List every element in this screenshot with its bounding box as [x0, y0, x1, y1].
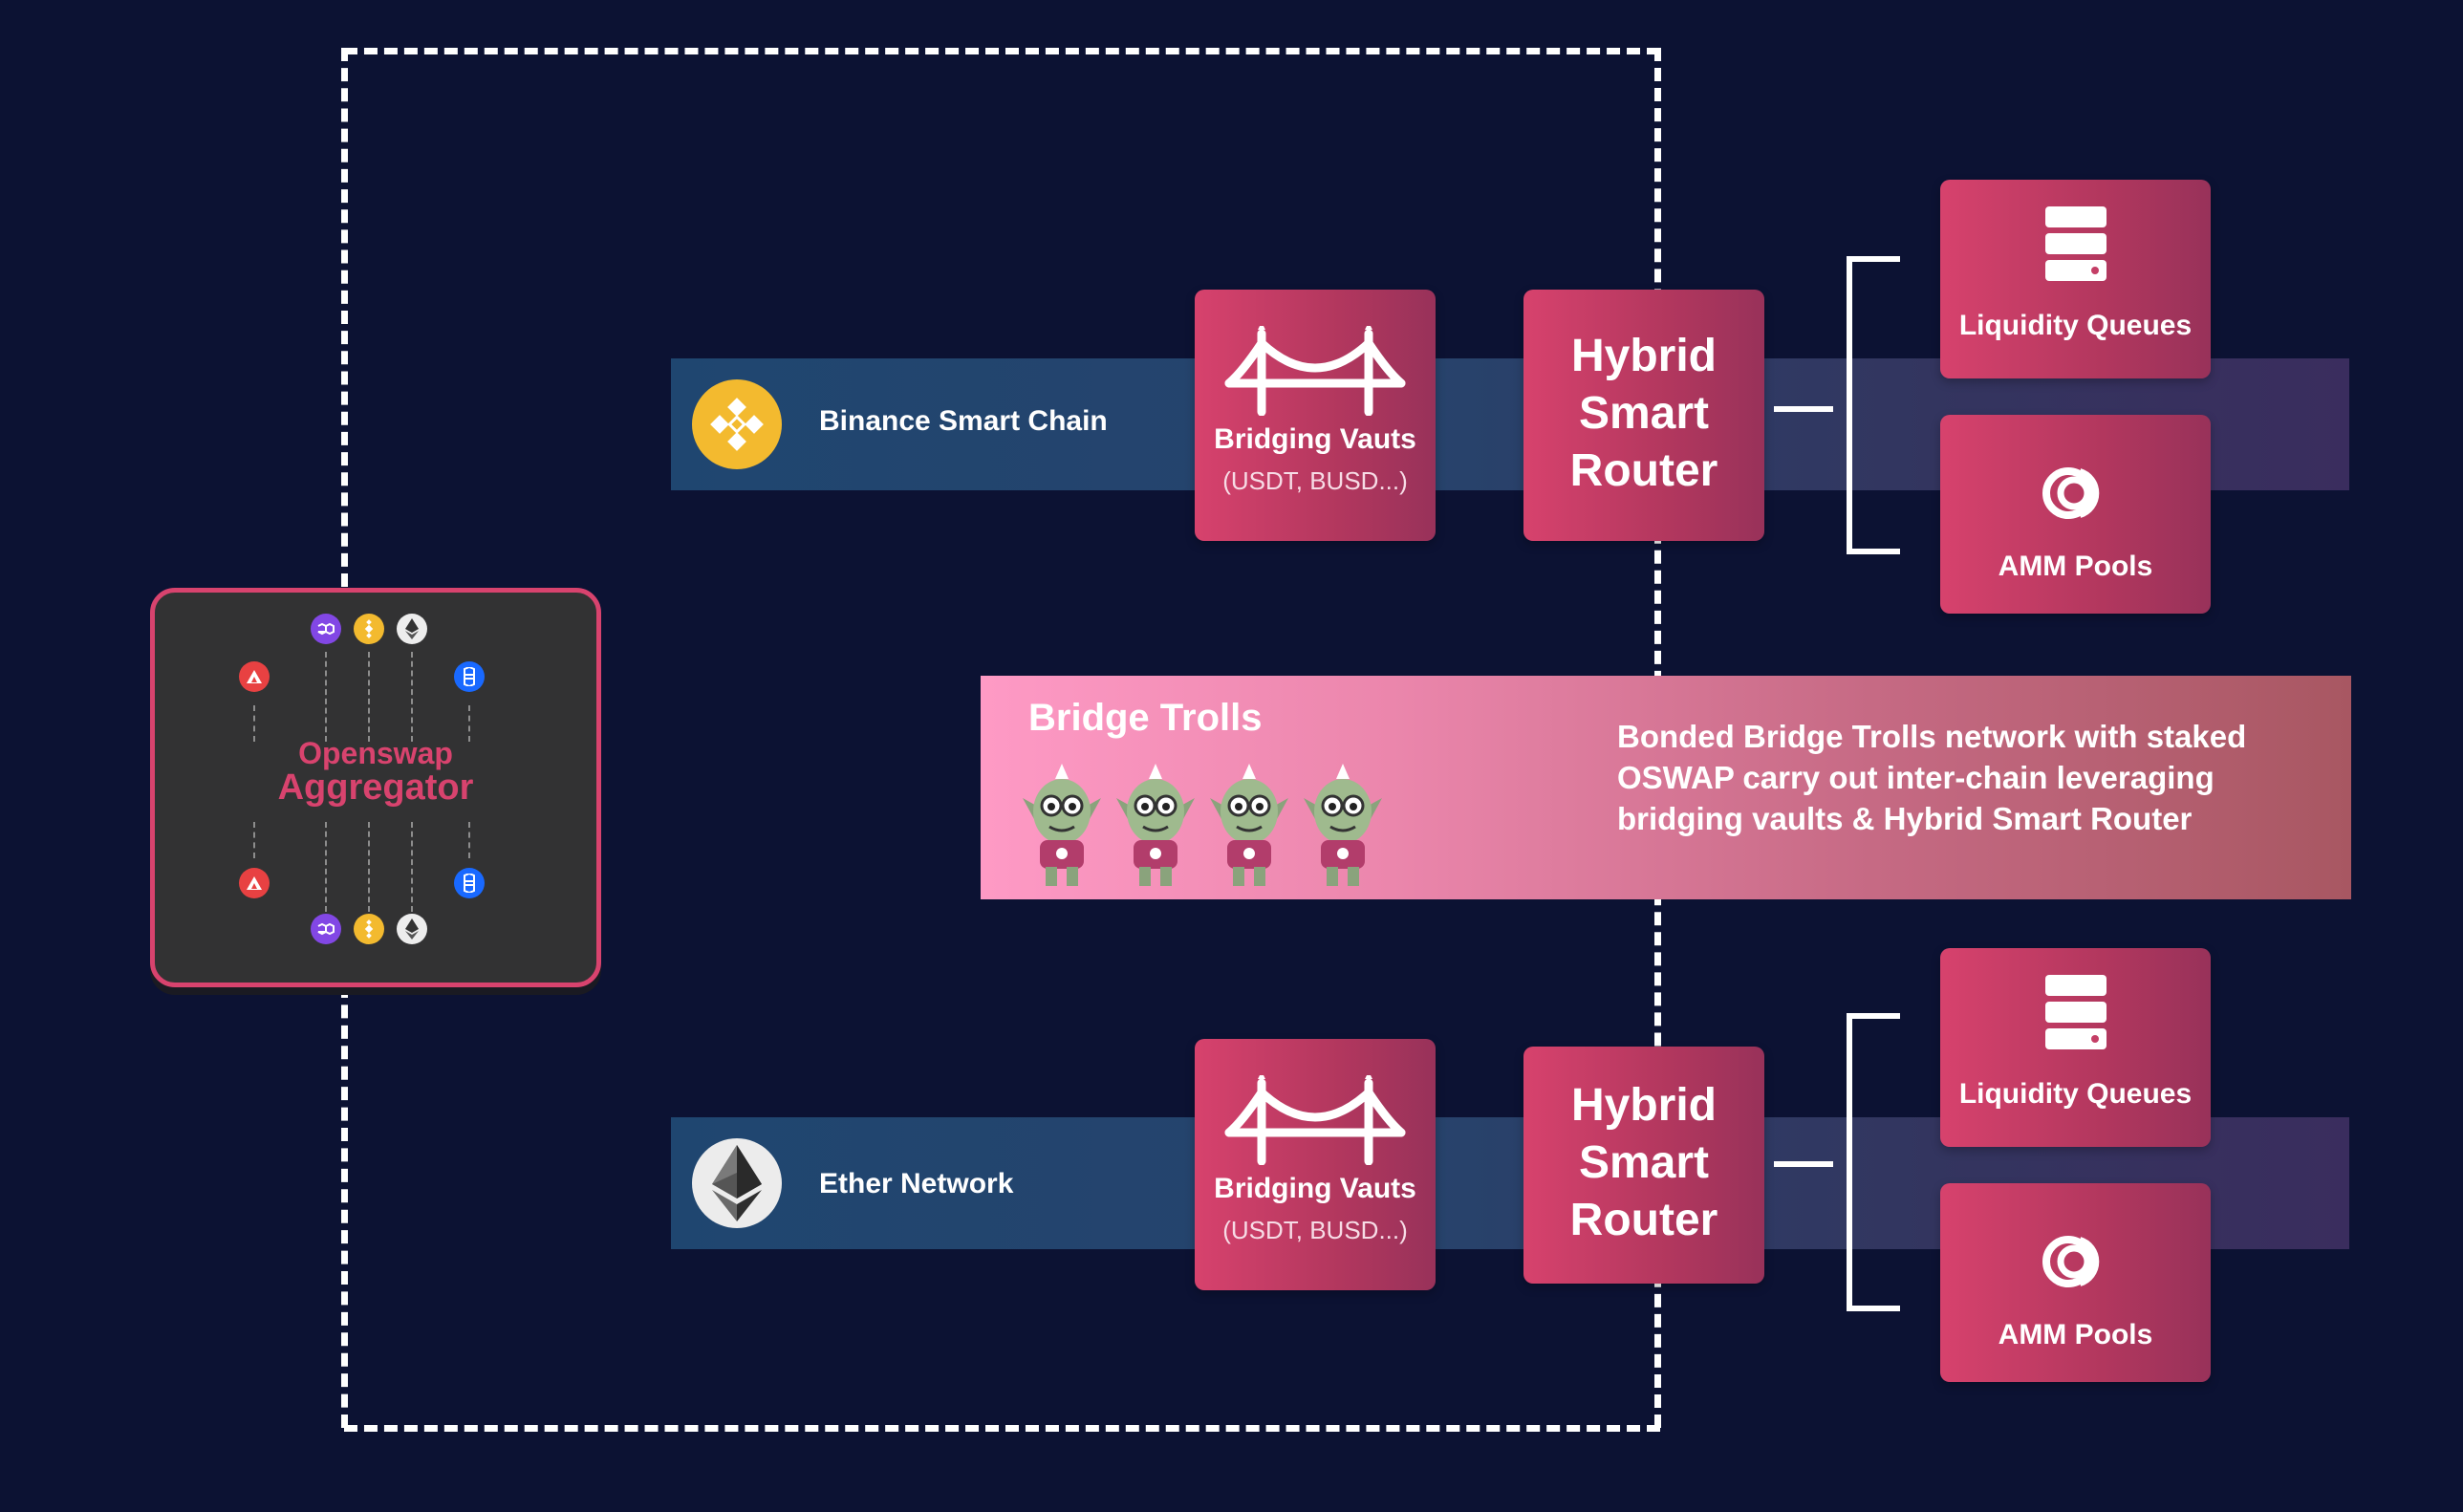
ethereum-coin-icon [397, 914, 427, 944]
guide-line [253, 822, 255, 858]
router-connector-binance [1774, 406, 1833, 412]
server-stack-icon [2045, 975, 2107, 1049]
polygon-icon [311, 614, 341, 644]
router-line-1: Hybrid [1570, 331, 1717, 381]
dashed-frame-bottom [344, 1425, 1660, 1432]
hybrid-smart-router-card-binance: Hybrid Smart Router [1523, 290, 1764, 541]
vault-title: Bridging Vauts [1214, 423, 1416, 455]
router-line-2: Smart [1578, 1137, 1710, 1188]
router-line-2: Smart [1578, 388, 1710, 439]
guide-line [468, 822, 470, 858]
output-label: Liquidity Queues [1958, 310, 2193, 341]
avalanche-icon [239, 661, 270, 692]
server-stack-icon [2045, 206, 2107, 281]
description-line: bridging vaults & Hybrid Smart Router [1617, 801, 2193, 836]
vault-title: Bridging Vauts [1214, 1173, 1416, 1204]
bridge-trolls-description: Bonded Bridge Trolls network with staked… [1617, 716, 2324, 839]
vault-subtitle: (USDT, BUSD...) [1222, 466, 1408, 495]
chain-label-binance: Binance Smart Chain [819, 405, 1108, 437]
troll-group [1019, 764, 1401, 888]
amm-rings-icon [2042, 467, 2100, 519]
binance-icon [692, 379, 782, 469]
liquidity-queues-card-ether: Liquidity Queues [1940, 948, 2211, 1147]
troll-mascot-icon [1116, 764, 1195, 886]
guide-line [368, 652, 370, 742]
guide-line [368, 822, 370, 912]
router-line-3: Router [1569, 445, 1718, 496]
amm-pools-card-ether: AMM Pools [1940, 1183, 2211, 1382]
guide-line [411, 822, 413, 912]
vault-subtitle: (USDT, BUSD...) [1222, 1216, 1408, 1244]
avalanche-icon [239, 868, 270, 898]
output-label: Liquidity Queues [1958, 1078, 2193, 1110]
binance-coin-icon [354, 914, 384, 944]
output-bracket-binance [1847, 256, 1900, 554]
guide-line [468, 705, 470, 742]
amm-pools-card-binance: AMM Pools [1940, 415, 2211, 614]
binance-coin-icon [354, 614, 384, 644]
troll-mascot-icon [1304, 764, 1382, 886]
troll-mascot-icon [1023, 764, 1101, 886]
guide-line [411, 652, 413, 742]
dashed-frame-left-upper [341, 48, 348, 587]
bridging-vault-card-ether: Bridging Vauts (USDT, BUSD...) [1195, 1039, 1436, 1290]
guide-line [325, 652, 327, 742]
router-line-1: Hybrid [1570, 1080, 1717, 1131]
dashed-frame-top [344, 48, 1660, 54]
description-line: OSWAP carry out inter-chain leveraging [1617, 760, 2215, 795]
dashed-frame-left-lower [341, 984, 348, 1428]
hybrid-smart-router-card-ether: Hybrid Smart Router [1523, 1047, 1764, 1284]
polygon-icon [311, 914, 341, 944]
router-connector-ether [1774, 1161, 1833, 1167]
bridge-trolls-banner: Bridge Trolls [981, 676, 2351, 899]
ethereum-coin-icon [397, 614, 427, 644]
output-label: AMM Pools [1998, 551, 2153, 582]
guide-line [253, 705, 255, 742]
liquidity-queues-card-binance: Liquidity Queues [1940, 180, 2211, 378]
output-bracket-ether [1847, 1013, 1900, 1311]
router-line-3: Router [1569, 1195, 1718, 1245]
bridge-icon [1224, 326, 1406, 416]
aggregator-title-line2: Aggregator [277, 767, 474, 808]
openswap-aggregator-box: Openswap Aggregator [150, 588, 601, 987]
output-label: AMM Pools [1998, 1319, 2153, 1350]
bridge-icon [1224, 1075, 1406, 1165]
fantom-icon [454, 868, 485, 898]
chain-label-ether: Ether Network [819, 1168, 1014, 1199]
troll-mascot-icon [1210, 764, 1288, 886]
guide-line [325, 822, 327, 912]
description-line: Bonded Bridge Trolls network with staked [1617, 719, 2247, 754]
amm-rings-icon [2042, 1236, 2100, 1287]
fantom-icon [454, 661, 485, 692]
ethereum-icon [692, 1138, 782, 1228]
aggregator-title-line1: Openswap [298, 736, 453, 770]
bridge-trolls-title: Bridge Trolls [1028, 697, 1263, 739]
bridging-vault-card-binance: Bridging Vauts (USDT, BUSD...) [1195, 290, 1436, 541]
